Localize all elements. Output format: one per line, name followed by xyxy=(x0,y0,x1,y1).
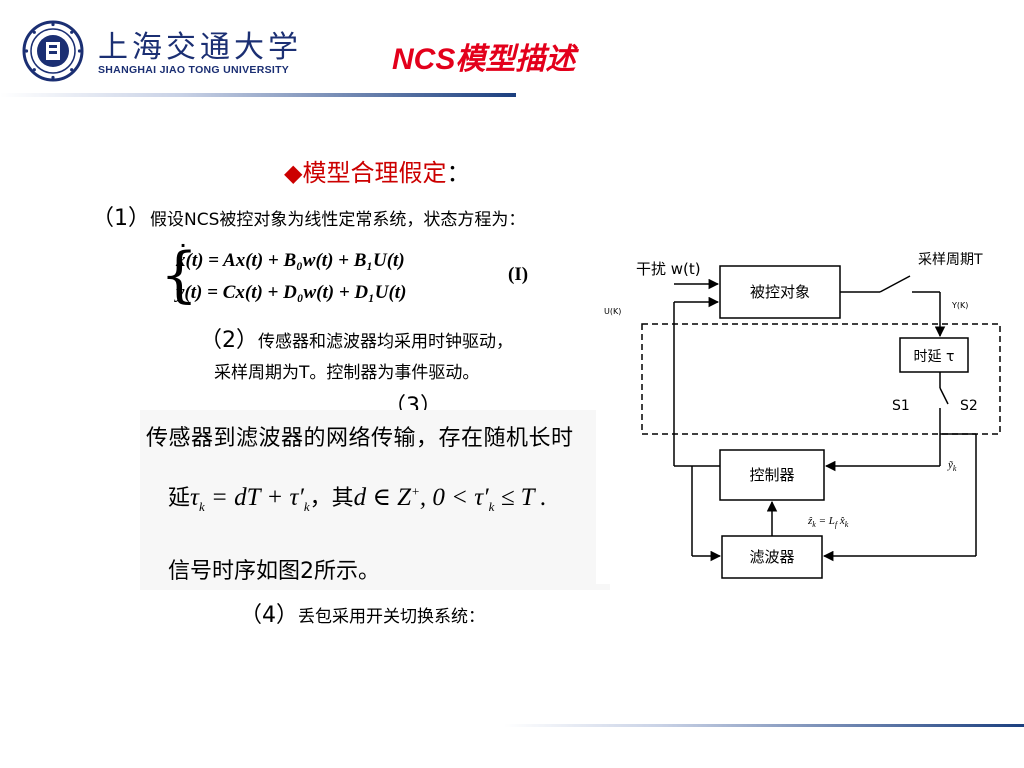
footer-divider xyxy=(504,724,1024,727)
delay-line-2: 延τk = dT + τ′k，其d ∈ Z+, 0 < τ′k ≤ T . xyxy=(168,483,547,514)
plant-label: 被控对象 xyxy=(750,283,810,301)
disturbance-label: 干扰 w(t) xyxy=(636,260,701,278)
delay-block xyxy=(899,337,969,373)
page-title: NCS模型描述 xyxy=(392,43,576,76)
plant-block xyxy=(719,265,841,319)
assumption-2-text-1: 传感器和滤波器均采用时钟驱动， xyxy=(258,332,513,352)
delay-line-2-mid: ，其 xyxy=(309,486,354,511)
assumption-2-number: （2） xyxy=(200,328,258,353)
switch-s2-label: S2 xyxy=(960,398,978,414)
u-k-label: U(K) xyxy=(604,307,621,316)
equation-brace: { xyxy=(160,240,199,310)
state-equation: { · x(t) = Ax(t) + B₀w(t) + B₁U(t) y(t) … xyxy=(160,236,520,312)
equation-derivative-dot: · xyxy=(180,236,187,255)
filter-block xyxy=(721,535,823,579)
svg-text:ỹk: ỹk xyxy=(947,459,957,473)
packet-dropout-switch xyxy=(939,387,949,405)
assumption-2-line-1: （2）传感器和滤波器均采用时钟驱动， xyxy=(200,322,513,354)
sampler-switch xyxy=(879,275,911,293)
ncs-block-diagram: 干扰 w(t) 被控对象 采样周期T Y(K) U(K) 时延 τ S1 S2 … xyxy=(596,244,1008,584)
section-heading-text: 模型合理假定 xyxy=(302,159,447,187)
y-k-label: Y(K) xyxy=(951,301,968,310)
diamond-bullet-icon: ◆ xyxy=(284,159,303,187)
assumption-1-text: 假设NCS被控对象为线性定常系统，状态方程为： xyxy=(150,210,526,230)
sample-period-label: 采样周期T xyxy=(918,252,983,268)
controller-block xyxy=(719,449,825,501)
delay-line-3: 信号时序如图2所示。 xyxy=(168,559,380,584)
state-equation-row-1: x(t) = Ax(t) + B₀w(t) + B₁U(t) xyxy=(176,250,405,271)
university-logo-icon xyxy=(22,20,84,82)
section-heading: ◆模型合理假定： xyxy=(284,153,470,188)
assumption-4: （4）丢包采用开关切换系统： xyxy=(240,597,485,629)
filter-label: 滤波器 xyxy=(749,548,794,566)
delay-description: 传感器到滤波器的网络传输，存在随机长时 延τk = dT + τ′k，其d ∈ … xyxy=(140,410,610,590)
header-divider xyxy=(0,93,516,97)
university-name-en: SHANGHAI JIAO TONG UNIVERSITY xyxy=(98,64,290,76)
university-name-cn: 上海交通大学 xyxy=(98,30,302,65)
output-equation-row-2: y(t) = Cx(t) + D₀w(t) + D₁U(t) xyxy=(176,282,407,303)
controller-label: 控制器 xyxy=(749,466,794,484)
svg-text:ẑk = Lf x̂k: ẑk = Lf x̂k xyxy=(807,515,849,529)
assumption-4-number: （4） xyxy=(240,603,298,628)
delay-line-2-prefix: 延 xyxy=(168,486,191,511)
equation-label: (I) xyxy=(508,264,529,285)
assumption-2-line-2: 采样周期为T。控制器为事件驱动。 xyxy=(214,363,480,383)
delay-line-1: 传感器到滤波器的网络传输，存在随机长时 xyxy=(146,426,574,451)
network-region xyxy=(641,323,1001,435)
assumption-1: （1）假设NCS被控对象为线性定常系统，状态方程为： xyxy=(92,200,525,232)
assumption-1-number: （1） xyxy=(92,206,150,231)
switch-s1-label: S1 xyxy=(892,398,910,414)
section-heading-colon: ： xyxy=(446,159,471,187)
assumption-4-text: 丢包采用开关切换系统： xyxy=(298,607,485,627)
delay-label: 时延 τ xyxy=(914,349,955,365)
